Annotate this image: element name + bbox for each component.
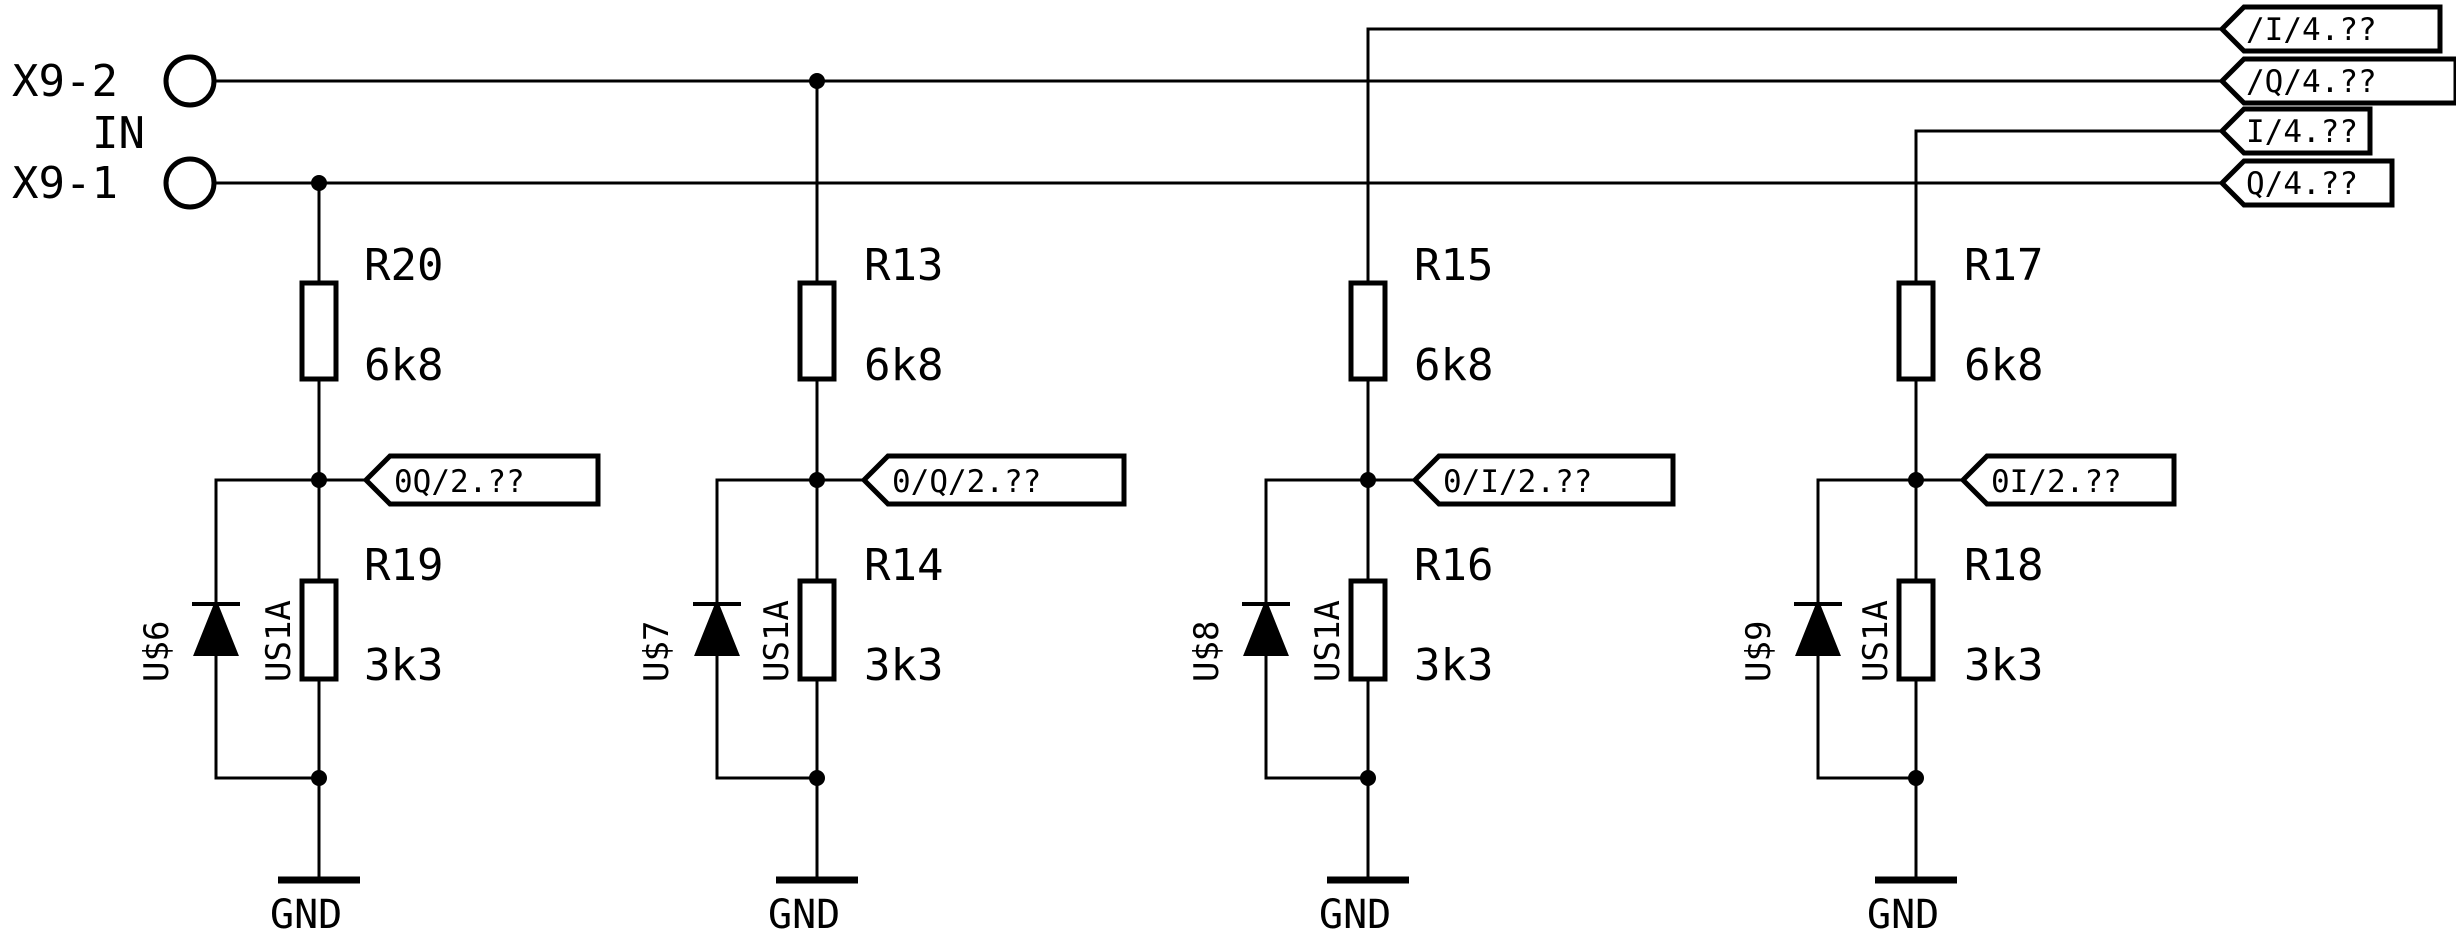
flag-0-i	[1411, 453, 1676, 507]
branch-2: 0/Q/2.?? GND R13 6k8 R14 3k3 U$7 US1A	[637, 73, 1127, 938]
r-top-name: R20	[364, 240, 443, 291]
branch-4: 0I/2.?? GND R17 6k8 R18 3k3 U$9 US1A	[1739, 240, 2177, 938]
gnd-label: GND	[768, 892, 840, 938]
part-label: US1A	[259, 600, 299, 682]
flag-0i-label: 0I/2.??	[1991, 464, 2122, 500]
gnd-label: GND	[270, 892, 342, 938]
resistor-r17	[1896, 280, 1936, 382]
r-bot-value: 3k3	[864, 640, 943, 691]
gnd-label: GND	[1867, 892, 1939, 938]
r-top-name: R15	[1414, 240, 1493, 291]
part-label: US1A	[757, 600, 797, 682]
flag-bus-q: Q/4.??	[2218, 158, 2395, 208]
resistor-r14	[797, 578, 837, 682]
flag-0-q-label: 0/Q/2.??	[892, 464, 1041, 500]
diode-u9	[1795, 598, 1841, 656]
flag-bus-i-label: I/4.??	[2246, 114, 2358, 150]
x9-2-terminal	[163, 54, 217, 108]
resistor-r13	[797, 280, 837, 382]
resistor-r19	[299, 578, 339, 682]
resistor-r18	[1896, 578, 1936, 682]
flag-0-i-label: 0/I/2.??	[1443, 464, 1592, 500]
x9-1-label: X9-1	[12, 158, 118, 209]
r-top-value: 6k8	[864, 340, 943, 391]
flag-bus-i-inv: /I/4.??	[2218, 4, 2443, 54]
flag-0i	[1959, 453, 2177, 507]
flag-0-q	[860, 453, 1127, 507]
flag-bus-i-inv-label: /I/4.??	[2246, 12, 2377, 48]
diode-label: U$6	[137, 621, 177, 682]
r-bot-name: R19	[364, 540, 443, 591]
r-bot-value: 3k3	[1964, 640, 2043, 691]
r-top-name: R13	[864, 240, 943, 291]
resistor-r20	[299, 280, 339, 382]
flag-bus-q-inv-label: /Q/4.??	[2246, 64, 2377, 100]
diode-label: U$9	[1739, 621, 1779, 682]
part-label: US1A	[1856, 600, 1896, 682]
flag-bus-q-label: Q/4.??	[2246, 166, 2358, 202]
diode-label: U$8	[1187, 621, 1227, 682]
r-bot-name: R16	[1414, 540, 1493, 591]
in-label: IN	[92, 108, 145, 159]
r-bot-name: R14	[864, 540, 943, 591]
branch-1: 0Q/2.?? GND R20 6k8 R19 3k3 U$6 US1A	[137, 175, 601, 938]
r-bot-value: 3k3	[364, 640, 443, 691]
r-top-value: 6k8	[1964, 340, 2043, 391]
r-top-value: 6k8	[364, 340, 443, 391]
resistor-r15	[1348, 280, 1388, 382]
resistor-r16	[1348, 578, 1388, 682]
branch-3: 0/I/2.?? GND R15 6k8 R16 3k3 U$8 US1A	[1187, 240, 1676, 938]
diode-u8	[1243, 598, 1289, 656]
diode-label: U$7	[637, 621, 677, 682]
r-top-name: R17	[1964, 240, 2043, 291]
r-top-value: 6k8	[1414, 340, 1493, 391]
x9-2-label: X9-2	[12, 56, 118, 107]
flag-0q-label: 0Q/2.??	[394, 464, 525, 500]
r-bot-name: R18	[1964, 540, 2043, 591]
wire-i-inv-bus	[1366, 27, 2226, 292]
part-label: US1A	[1308, 600, 1348, 682]
gnd-label: GND	[1319, 892, 1391, 938]
flag-bus-q-inv: /Q/4.??	[2218, 56, 2456, 106]
x9-1-terminal	[163, 156, 217, 210]
r-bot-value: 3k3	[1414, 640, 1493, 691]
flag-bus-i: I/4.??	[2218, 106, 2373, 156]
flag-0q	[362, 453, 601, 507]
diode-u6	[193, 598, 239, 656]
diode-u7	[694, 598, 740, 656]
wire-i-bus	[1914, 129, 2226, 292]
